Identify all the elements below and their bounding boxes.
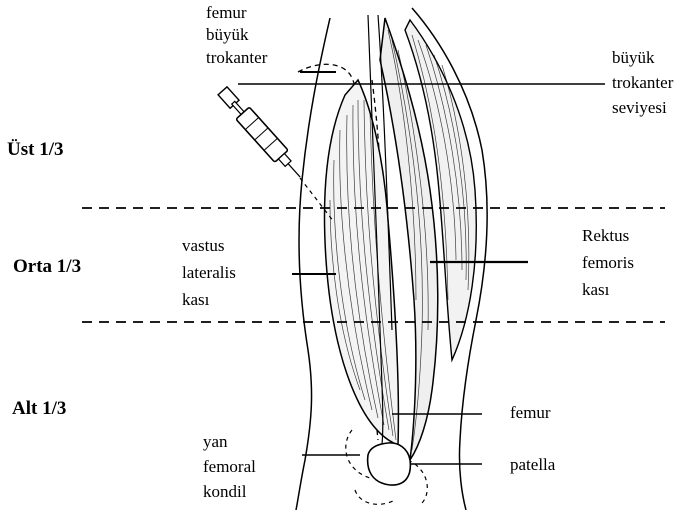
label-patella: patella	[510, 454, 555, 476]
label-vastus-lateralis-1: vastus	[182, 235, 225, 257]
zone-lower-label: Alt 1/3	[12, 398, 66, 420]
label-femur: femur	[510, 402, 551, 424]
label-femur-trochanter-2: büyük	[206, 24, 249, 46]
label-lateral-condyle-1: yan	[203, 431, 228, 453]
vastus-lateralis-muscle	[324, 80, 398, 445]
label-rectus-femoris-3: kası	[582, 279, 609, 301]
label-lateral-condyle-3: kondil	[203, 481, 246, 503]
label-femur-trochanter-1: femur	[206, 2, 247, 24]
label-trochanter-level-1: büyük	[612, 47, 655, 69]
label-vastus-lateralis-2: lateralis	[182, 262, 236, 284]
zone-middle-label: Orta 1/3	[13, 256, 81, 278]
patella-bone	[368, 443, 411, 485]
label-lateral-condyle-2: femoral	[203, 456, 256, 478]
syringe-icon	[216, 85, 307, 183]
thigh-outline-left	[296, 18, 330, 510]
label-trochanter-level-3: seviyesi	[612, 97, 667, 119]
label-femur-trochanter-3: trokanter	[206, 47, 267, 69]
label-vastus-lateralis-3: kası	[182, 289, 209, 311]
label-rectus-femoris-1: Rektus	[582, 225, 629, 247]
label-rectus-femoris-2: femoris	[582, 252, 634, 274]
zone-upper-label: Üst 1/3	[7, 139, 63, 161]
label-trochanter-level-2: trokanter	[612, 72, 673, 94]
